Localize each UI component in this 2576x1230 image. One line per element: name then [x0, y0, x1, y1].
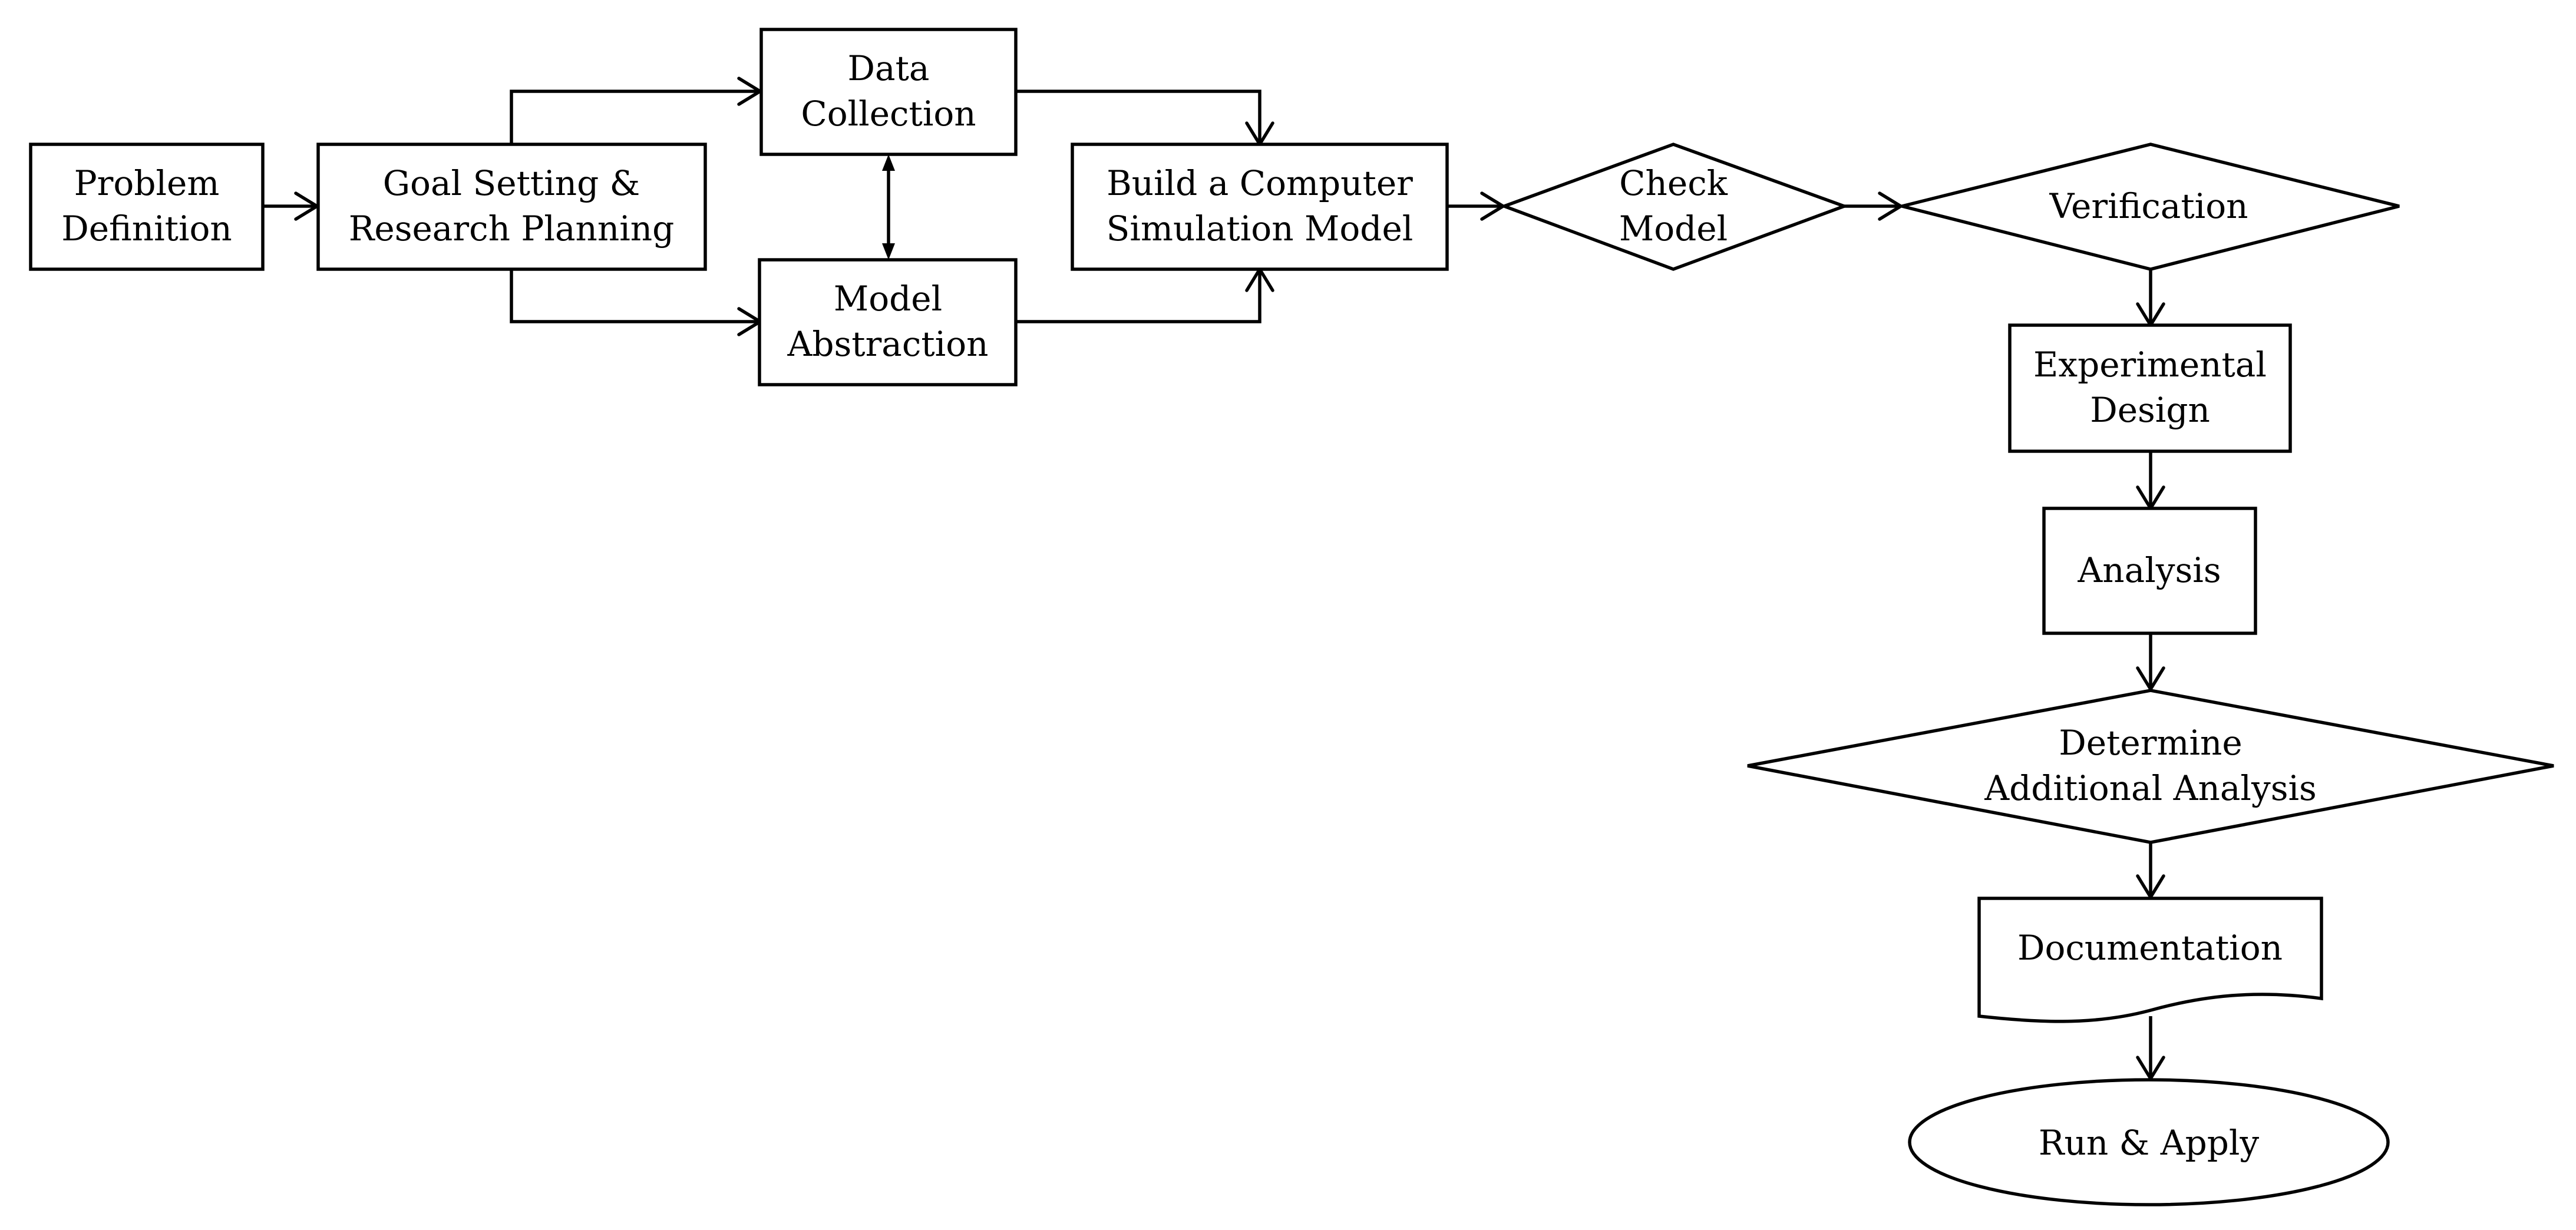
- node-run-apply: Run & Apply: [1908, 1078, 2390, 1206]
- experimental-design-label-line-1: Experimental: [2033, 345, 2267, 385]
- determine-additional-analysis-label-line-1: Determine: [2059, 723, 2242, 763]
- node-goal-setting: Goal Setting & Research Planning: [316, 143, 707, 271]
- build-model-label-line-1: Build a Computer: [1107, 163, 1413, 203]
- documentation-shape: [1977, 897, 2323, 1023]
- node-experimental-design: Experimental Design: [2008, 323, 2292, 453]
- goal-setting-box: [316, 143, 707, 271]
- check-model-diamond: [1500, 143, 1850, 271]
- analysis-box: [2042, 507, 2257, 635]
- problem-definition-label-line-1: Problem: [74, 163, 220, 203]
- determine-additional-analysis-label-line-2: Additional Analysis: [1984, 768, 2317, 808]
- run-apply-label: Run & Apply: [2039, 1123, 2260, 1163]
- problem-definition-label-line-2: Definition: [61, 209, 232, 249]
- verification-label: Verification: [2049, 186, 2248, 226]
- experimental-design-box: [2008, 323, 2292, 453]
- goal-setting-label-line-1: Goal Setting &: [383, 163, 640, 203]
- data-collection-label-line-1: Data: [848, 48, 930, 88]
- check-model-label-line-2: Model: [1619, 209, 1728, 249]
- node-data-collection: Data Collection: [759, 28, 1018, 156]
- problem-definition-box: [29, 143, 265, 271]
- determine-additional-analysis-diamond: [1747, 689, 2554, 844]
- documentation-label: Documentation: [2017, 928, 2283, 968]
- build-model-box: [1071, 143, 1449, 271]
- model-abstraction-label-line-2: Abstraction: [787, 324, 988, 364]
- experimental-design-label-line-2: Design: [2090, 390, 2210, 430]
- arrow-head-down-abstraction: [882, 243, 895, 260]
- data-collection-label-line-2: Collection: [801, 94, 976, 134]
- node-determine-additional-analysis: Determine Additional Analysis: [1747, 689, 2554, 844]
- node-check-model: Check Model: [1500, 143, 1850, 271]
- arrow-goal-to-data: [510, 90, 760, 144]
- arrow-head-up-data: [882, 154, 895, 171]
- arrow-data-to-build: [1016, 90, 1261, 144]
- arrow-abstraction-to-build: [1016, 269, 1261, 323]
- node-verification: Verification: [1901, 143, 2400, 271]
- model-abstraction-label-line-1: Model: [834, 279, 942, 319]
- arrow-goal-to-abstraction: [510, 269, 760, 323]
- node-problem-definition: Problem Definition: [29, 143, 265, 271]
- build-model-label-line-2: Simulation Model: [1107, 209, 1414, 249]
- data-collection-box: [759, 28, 1018, 156]
- node-documentation: Documentation: [1977, 897, 2323, 1023]
- goal-setting-label-line-2: Research Planning: [349, 209, 675, 249]
- check-model-label-line-1: Check: [1619, 163, 1728, 203]
- verification-diamond: [1901, 143, 2400, 271]
- arrow-head-check-to-verification: [1878, 191, 1903, 221]
- node-analysis: Analysis: [2042, 507, 2257, 635]
- node-build-model: Build a Computer Simulation Model: [1071, 143, 1449, 271]
- run-apply-ellipse: [1908, 1078, 2390, 1206]
- model-abstraction-box: [758, 258, 1018, 386]
- node-model-abstraction: Model Abstraction: [758, 258, 1018, 386]
- analysis-label: Analysis: [2077, 550, 2221, 590]
